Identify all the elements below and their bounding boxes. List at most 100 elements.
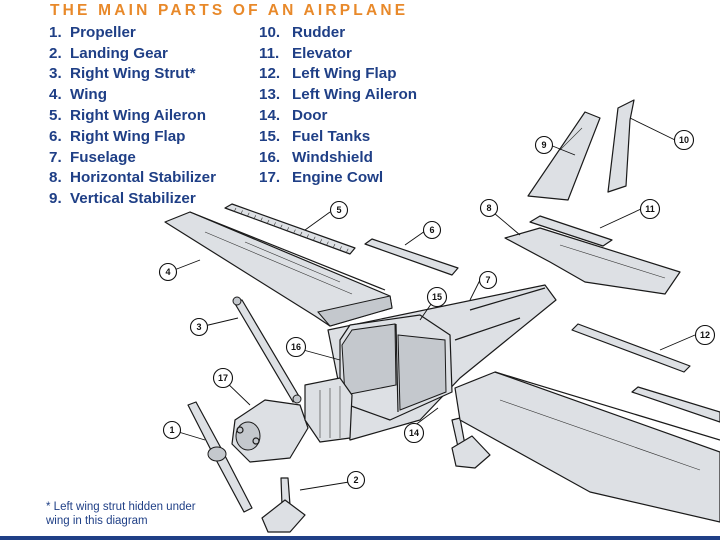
part-label: Right Wing Aileron — [70, 107, 206, 125]
callout-number: 3 — [196, 322, 201, 332]
callout-number: 14 — [409, 428, 419, 438]
part-label: Landing Gear — [70, 44, 168, 62]
elevator — [529, 215, 613, 247]
part-number: 10. — [259, 23, 281, 41]
callout-11: 11 — [639, 198, 661, 220]
left-wing-aileron — [631, 386, 720, 423]
callout-number: 15 — [432, 292, 442, 302]
part-number: 15. — [259, 127, 281, 145]
part-label: Left Wing Aileron — [292, 86, 418, 104]
list-item: 14. Door — [259, 105, 417, 126]
part-number: 4. — [49, 86, 62, 104]
part-number: 12. — [259, 65, 281, 83]
callout-5: 5 — [329, 200, 349, 220]
callout-number: 11 — [645, 204, 655, 214]
part-number: 13. — [259, 86, 281, 104]
list-item: 11. Elevator — [259, 43, 417, 64]
callout-number: 17 — [218, 373, 228, 383]
part-label: Right Wing Flap — [70, 127, 186, 145]
footnote: * Left wing strut hidden under wing in t… — [46, 501, 196, 527]
rudder — [607, 99, 635, 193]
bottom-rule — [0, 536, 720, 540]
wing — [164, 211, 393, 327]
part-label: Vertical Stabilizer — [70, 190, 196, 208]
callout-number: 12 — [700, 330, 710, 340]
callout-number: 16 — [291, 342, 301, 352]
engine-cowl — [231, 399, 309, 463]
windshield — [341, 323, 397, 396]
right-wing-flap — [364, 238, 459, 276]
callout-number: 6 — [429, 225, 434, 235]
part-label: Horizontal Stabilizer — [70, 169, 216, 187]
list-item: 4. Wing — [49, 84, 216, 105]
part-number: 8. — [49, 169, 62, 187]
callout-number: 10 — [679, 135, 689, 145]
callout-1: 1 — [162, 420, 182, 440]
door — [397, 334, 447, 411]
part-number: 9. — [49, 190, 62, 208]
callout-number: 9 — [541, 140, 546, 150]
part-label: Propeller — [70, 23, 136, 41]
callout-2: 2 — [346, 470, 366, 490]
list-item: 12.Left Wing Flap — [259, 64, 417, 85]
horizontal-stabilizer — [504, 227, 681, 295]
part-number: 3. — [49, 65, 62, 83]
landing-gear — [261, 417, 491, 533]
callout-4: 4 — [158, 262, 178, 282]
part-number: 17. — [259, 169, 281, 187]
part-number: 5. — [49, 107, 62, 125]
callout-15: 15 — [426, 286, 448, 308]
callout-3: 3 — [189, 317, 209, 337]
list-item: 10. Rudder — [259, 22, 417, 43]
part-label: Rudder — [292, 23, 346, 41]
callout-12: 12 — [694, 324, 716, 346]
callout-number: 4 — [165, 267, 170, 277]
part-number: 14. — [259, 107, 281, 125]
part-label: Engine Cowl — [292, 169, 384, 187]
part-number: 6. — [49, 127, 62, 145]
part-label: Elevator — [292, 44, 352, 62]
engine-front — [304, 377, 353, 443]
list-item: 1. Propeller — [49, 22, 216, 43]
part-number: 2. — [49, 44, 62, 62]
list-item: 6. Right Wing Flap — [49, 126, 216, 147]
cabin — [339, 314, 453, 421]
parts-list-right: 10.Rudder 11.Elevator 12.Left Wing Flap … — [259, 22, 417, 188]
list-item: 17. Engine Cowl — [259, 168, 417, 189]
callout-number: 2 — [353, 475, 358, 485]
callout-number: 8 — [486, 203, 491, 213]
page-title: THE MAIN PARTS OF AN AIRPLANE — [50, 2, 409, 19]
list-item: 13. Left Wing Aileron — [259, 84, 417, 105]
list-item: 5. Right Wing Aileron — [49, 105, 216, 126]
callout-9: 9 — [534, 135, 554, 155]
callout-10: 10 — [673, 129, 695, 151]
left-wing-flap — [571, 323, 691, 373]
part-label: Right Wing Strut* — [70, 65, 196, 83]
callout-7: 7 — [478, 270, 498, 290]
part-number: 16. — [259, 148, 281, 166]
callout-6: 6 — [422, 220, 442, 240]
parts-list-left: 1. Propeller 2. Landing Gear 3. Right Wing … — [49, 22, 216, 209]
list-item: 15.Fuel Tanks — [259, 126, 417, 147]
left-wing — [454, 371, 720, 523]
list-item: 8. Horizontal Stabilizer — [49, 168, 216, 189]
list-item: 2. Landing Gear — [49, 43, 216, 64]
callout-number: 7 — [485, 275, 490, 285]
list-item: 9. Vertical Stabilizer — [49, 188, 216, 209]
list-item: 16. Windshield — [259, 147, 417, 168]
callout-8: 8 — [479, 198, 499, 218]
vertical-stabilizer — [527, 111, 601, 201]
callout-17: 17 — [212, 367, 234, 389]
part-label: Door — [292, 107, 328, 125]
part-label: Fuselage — [70, 148, 136, 166]
propeller — [187, 401, 253, 513]
right-wing-aileron — [224, 203, 356, 255]
right-wing-strut — [232, 296, 302, 404]
callout-14: 14 — [403, 422, 425, 444]
part-number: 1. — [49, 23, 62, 41]
part-label: Windshield — [292, 148, 373, 166]
part-number: 11. — [259, 44, 280, 62]
part-label: Wing — [70, 86, 107, 104]
callout-16: 16 — [285, 336, 307, 358]
